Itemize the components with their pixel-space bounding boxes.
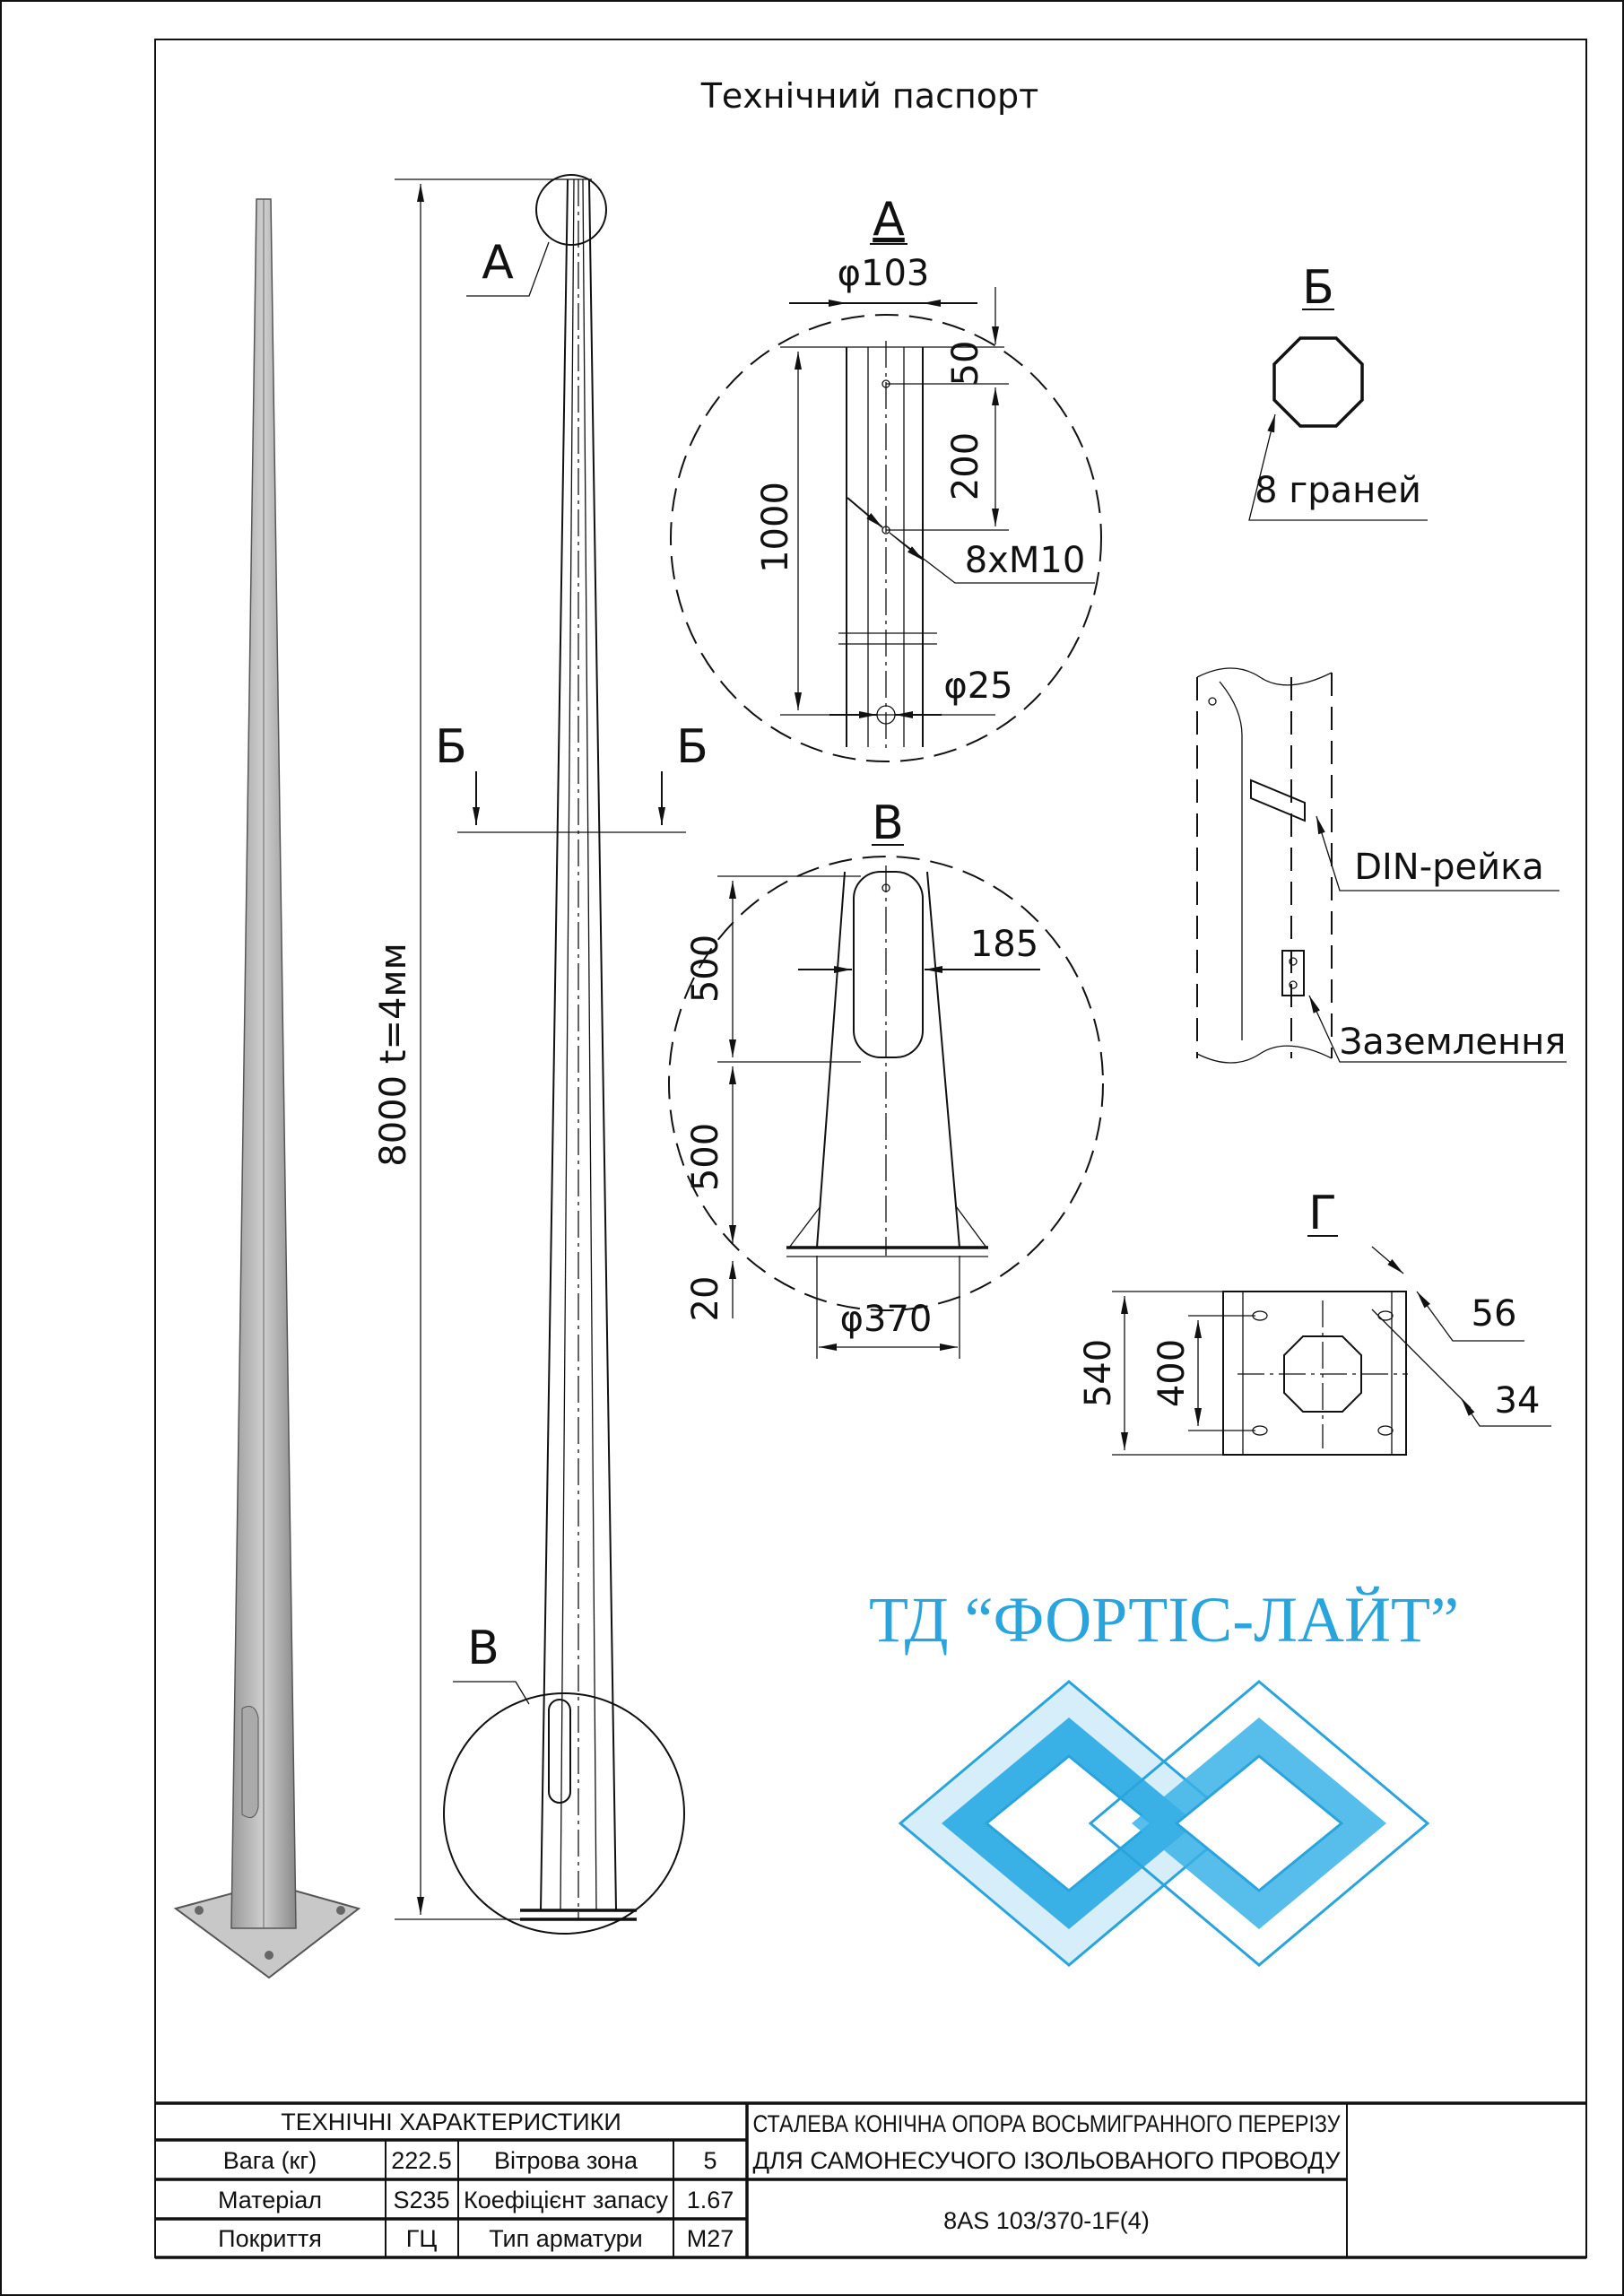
dimension-540: 540: [1078, 1339, 1119, 1407]
dimension-34: 34: [1495, 1380, 1541, 1422]
table-row: Матеріал S235 Коефіцієнт запасу 1.67: [218, 2187, 734, 2213]
detail-g-title: Г: [1308, 1187, 1337, 1240]
dimension-20: 20: [685, 1276, 726, 1322]
section-b-label-right: Б: [676, 720, 708, 774]
detail-g: Г 540 400 56 34: [1078, 1187, 1551, 1456]
page-title: Технічний паспорт: [700, 76, 1039, 116]
dimension-56: 56: [1472, 1293, 1517, 1335]
diameter-25: φ25: [943, 665, 1012, 707]
cell-value: 5: [703, 2147, 716, 2174]
cell-value: S235: [393, 2187, 449, 2213]
cell-value: ГЦ: [406, 2225, 438, 2252]
detail-din-rail: DIN-рейка Заземлення: [1196, 667, 1567, 1064]
detail-v-title: В: [872, 796, 904, 850]
pole-3d-view: [173, 198, 361, 1979]
cell-key: Вітрова зона: [494, 2147, 638, 2174]
view-a-label: А: [482, 236, 514, 290]
dimension-500-top: 500: [685, 935, 726, 1003]
detail-b: Б 8 граней: [1248, 261, 1428, 521]
dimension-1000: 1000: [755, 482, 796, 573]
dimension-185: 185: [970, 924, 1038, 965]
cell-key: Матеріал: [218, 2187, 322, 2213]
company-name: ТД “ФОРТІС-ЛАЙТ”: [869, 1584, 1459, 1656]
view-v-label: В: [467, 1622, 499, 1675]
drawing-frame: [154, 39, 1587, 2258]
diameter-370: φ370: [840, 1299, 933, 1340]
faces-label: 8 граней: [1255, 470, 1421, 511]
product-description-line2: ДЛЯ САМОНЕСУЧОГО ІЗОЛЬОВАНОГО ПРОВОДУ: [753, 2147, 1342, 2174]
product-code: 8AS 103/370-1F(4): [943, 2207, 1150, 2234]
dimension-500-bottom: 500: [685, 1123, 726, 1191]
dimension-400: 400: [1151, 1339, 1193, 1407]
section-b-label-left: Б: [435, 720, 467, 774]
company-logo: ТД “ФОРТІС-ЛАЙТ”: [869, 1584, 1459, 1967]
cell-value: 1.67: [687, 2187, 734, 2213]
din-rail-label: DIN-рейка: [1354, 847, 1544, 888]
detail-a: А 1000 φ103 50 200 8xM10 φ25: [670, 193, 1102, 762]
table-header: ТЕХНІЧНІ ХАРАКТЕРИСТИКИ: [281, 2109, 621, 2135]
product-description-line1: СТАЛЕВА КОНІЧНА ОПОРА ВОСЬМИГРАННОГО ПЕР…: [753, 2110, 1342, 2137]
table-row: Вага (кг) 222.5 Вітрова зона 5: [223, 2147, 717, 2174]
cell-key: Покриття: [218, 2225, 322, 2252]
cell-key: Вага (кг): [223, 2147, 317, 2174]
detail-a-title: А: [873, 193, 905, 247]
cell-key: Тип арматури: [489, 2225, 643, 2252]
grounding-label: Заземлення: [1340, 1022, 1567, 1063]
diameter-103: φ103: [838, 253, 930, 294]
detail-b-title: Б: [1302, 261, 1334, 315]
pole-elevation-view: 8000 t=4мм А Б Б В: [373, 174, 708, 1935]
title-block-table: ТЕХНІЧНІ ХАРАКТЕРИСТИКИ Вага (кг) 222.5 …: [155, 2101, 1586, 2259]
cell-value: M27: [687, 2225, 734, 2252]
octagon-section-icon: [1272, 336, 1364, 428]
holes-spec: 8xM10: [965, 540, 1086, 581]
dimension-200: 200: [945, 432, 986, 500]
cell-key: Коефіцієнт запасу: [464, 2187, 669, 2213]
detail-v: В 500 500 20 185 φ370: [668, 796, 1104, 1359]
table-row: Покриття ГЦ Тип арматури M27: [218, 2225, 734, 2252]
dimension-50: 50: [945, 341, 986, 387]
height-dimension: 8000 t=4мм: [373, 943, 414, 1167]
cell-value: 222.5: [391, 2147, 452, 2174]
